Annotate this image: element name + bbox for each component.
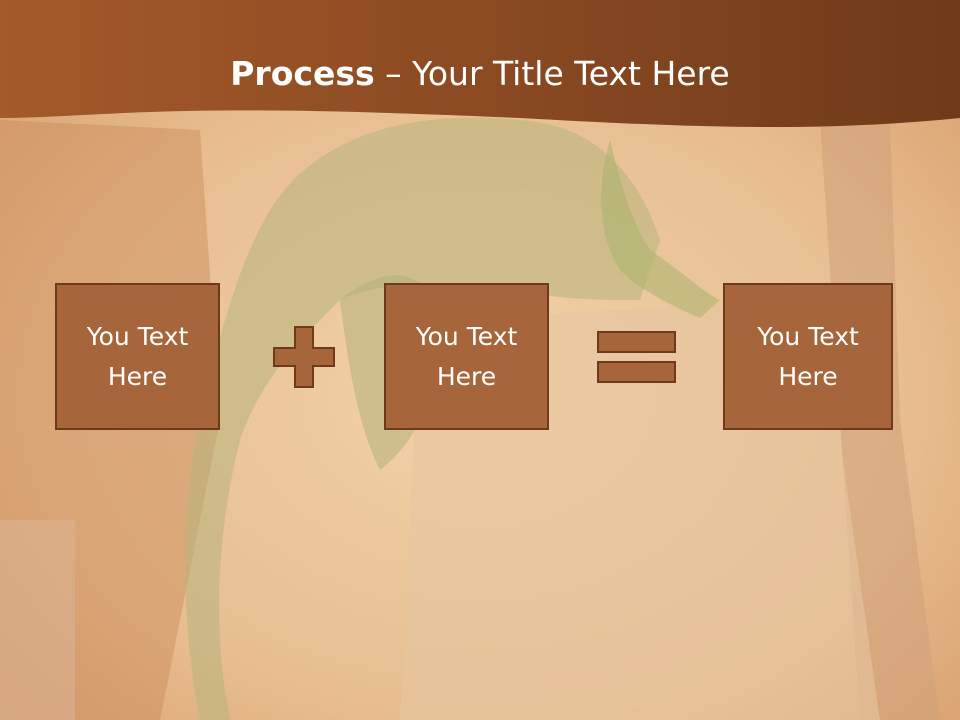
process-box-2-text: You Text Here [415,321,518,391]
process-box-1-text: You Text Here [86,321,189,391]
slide-title-bold: Process [230,54,375,93]
process-box-3-text: You Text Here [757,321,859,391]
process-box-2[interactable]: You Text Here [384,283,549,430]
process-box-1[interactable]: You Text Here [55,283,220,430]
equals-icon [597,331,676,383]
slide-title-rest: – Your Title Text Here [374,54,730,93]
process-box-3[interactable]: You Text Here [723,283,893,430]
slide-title: Process – Your Title Text Here [0,52,960,96]
plus-icon [273,326,335,388]
